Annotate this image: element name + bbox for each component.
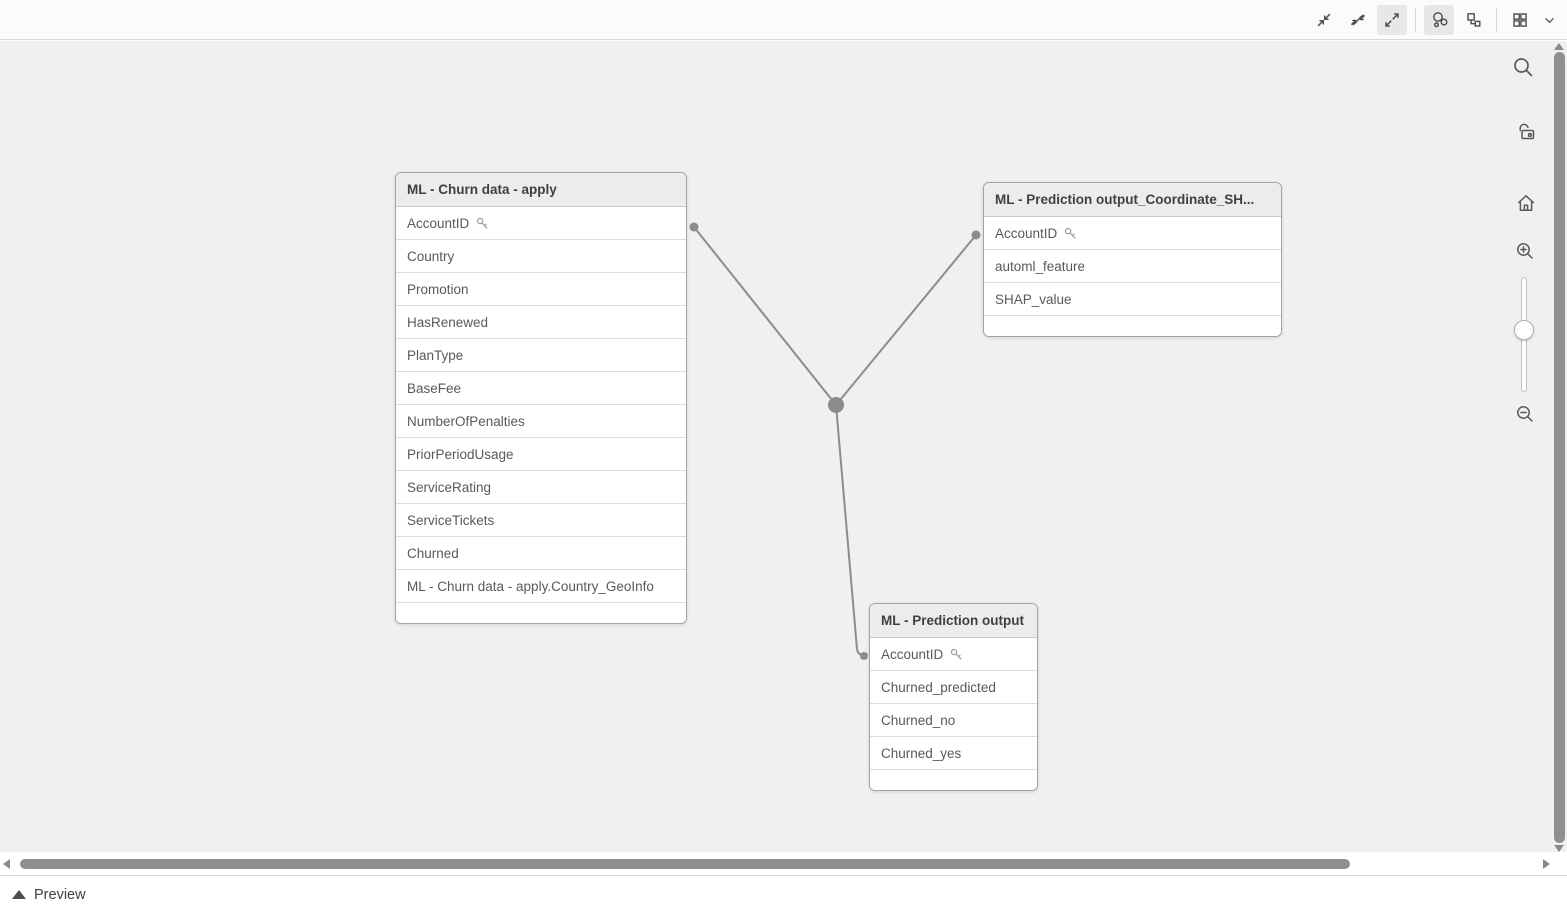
field-name: Churned_yes <box>881 745 962 761</box>
field-name: Churned <box>407 545 459 561</box>
toolbar-divider <box>1496 8 1497 32</box>
field-name: AccountID <box>407 215 470 231</box>
field-name: Promotion <box>407 281 469 297</box>
field-row[interactable]: SHAP_value <box>984 283 1281 316</box>
field-row[interactable]: AccountID <box>396 207 686 240</box>
field-row[interactable]: AccountID <box>984 217 1281 250</box>
field-name: PlanType <box>407 347 464 363</box>
table-card-prediction-output-coordinate[interactable]: ML - Prediction output_Coordinate_SH... A… <box>983 182 1282 337</box>
connector-line <box>835 404 865 657</box>
field-row[interactable]: NumberOfPenalties <box>396 405 686 438</box>
bubble-view-icon[interactable] <box>1424 5 1454 35</box>
table-title[interactable]: ML - Prediction output <box>870 604 1037 638</box>
field-name: SHAP_value <box>995 291 1072 307</box>
association-connectors <box>689 222 981 660</box>
toolbar-divider <box>1415 8 1416 32</box>
field-row[interactable]: Country <box>396 240 686 273</box>
field-name: PriorPeriodUsage <box>407 446 514 462</box>
search-icon[interactable] <box>1512 56 1535 79</box>
table-footer <box>984 316 1281 336</box>
grid-layout-icon[interactable] <box>1505 5 1535 35</box>
home-icon[interactable] <box>1515 192 1537 214</box>
triangle-up-icon <box>12 890 26 899</box>
table-title[interactable]: ML - Prediction output_Coordinate_SH... <box>984 183 1281 217</box>
field-row[interactable]: Churned_yes <box>870 737 1037 770</box>
key-icon <box>1065 227 1076 238</box>
preview-toggle[interactable]: Preview <box>0 877 1567 912</box>
connector-junction <box>828 397 844 413</box>
vertical-scroll-up-arrow[interactable] <box>1554 43 1564 50</box>
field-row[interactable]: Churned <box>396 537 686 570</box>
key-icon <box>951 648 962 659</box>
connector-line <box>835 234 977 406</box>
field-name: ML - Churn data - apply.Country_GeoInfo <box>407 578 654 594</box>
field-name: HasRenewed <box>407 314 489 330</box>
connector-endpoint <box>971 230 981 240</box>
field-row[interactable]: automl_feature <box>984 250 1281 283</box>
preview-label: Preview <box>34 886 86 903</box>
chevron-down-icon[interactable] <box>1539 5 1559 35</box>
table-footer <box>870 770 1037 790</box>
connector-endpoint <box>689 222 699 232</box>
field-name: Churned_no <box>881 712 956 728</box>
horizontal-scroll-left-arrow[interactable] <box>3 859 10 869</box>
horizontal-scrollbar[interactable] <box>0 852 1567 876</box>
unlock-icon[interactable] <box>1516 120 1538 142</box>
field-name: automl_feature <box>995 258 1086 274</box>
expand-icon[interactable] <box>1377 5 1407 35</box>
field-name: ServiceTickets <box>407 512 495 528</box>
zoom-slider-thumb[interactable] <box>1514 320 1534 340</box>
field-name: NumberOfPenalties <box>407 413 525 429</box>
field-row[interactable]: HasRenewed <box>396 306 686 339</box>
field-row[interactable]: Churned_no <box>870 704 1037 737</box>
field-row[interactable]: Promotion <box>396 273 686 306</box>
field-row[interactable]: PlanType <box>396 339 686 372</box>
field-name: Country <box>407 248 455 264</box>
toolbar <box>1309 4 1559 36</box>
zoom-out-icon[interactable] <box>1515 404 1535 424</box>
field-name: ServiceRating <box>407 479 492 495</box>
top-toolbar-bar <box>0 0 1567 40</box>
key-icon <box>477 217 488 228</box>
field-row[interactable]: ML - Churn data - apply.Country_GeoInfo <box>396 570 686 603</box>
field-name: BaseFee <box>407 380 462 396</box>
horizontal-scroll-right-arrow[interactable] <box>1543 859 1550 869</box>
connector-endpoint <box>860 652 868 660</box>
linked-objects-view-icon[interactable] <box>1458 5 1488 35</box>
vertical-scrollbar-thumb[interactable] <box>1554 52 1565 843</box>
field-row[interactable]: BaseFee <box>396 372 686 405</box>
field-name: AccountID <box>881 646 944 662</box>
table-footer <box>396 603 686 623</box>
horizontal-scrollbar-thumb[interactable] <box>20 859 1350 869</box>
connector-line <box>693 226 837 406</box>
field-row[interactable]: ServiceRating <box>396 471 686 504</box>
collapse-icon[interactable] <box>1309 5 1339 35</box>
vertical-scroll-down-arrow[interactable] <box>1554 845 1564 852</box>
table-title[interactable]: ML - Churn data - apply <box>396 173 686 207</box>
field-row[interactable]: AccountID <box>870 638 1037 671</box>
collapse-link-icon[interactable] <box>1343 5 1373 35</box>
zoom-in-icon[interactable] <box>1515 241 1535 261</box>
field-name: AccountID <box>995 225 1058 241</box>
field-row[interactable]: ServiceTickets <box>396 504 686 537</box>
field-name: Churned_predicted <box>881 679 996 695</box>
field-row[interactable]: Churned_predicted <box>870 671 1037 704</box>
field-row[interactable]: PriorPeriodUsage <box>396 438 686 471</box>
